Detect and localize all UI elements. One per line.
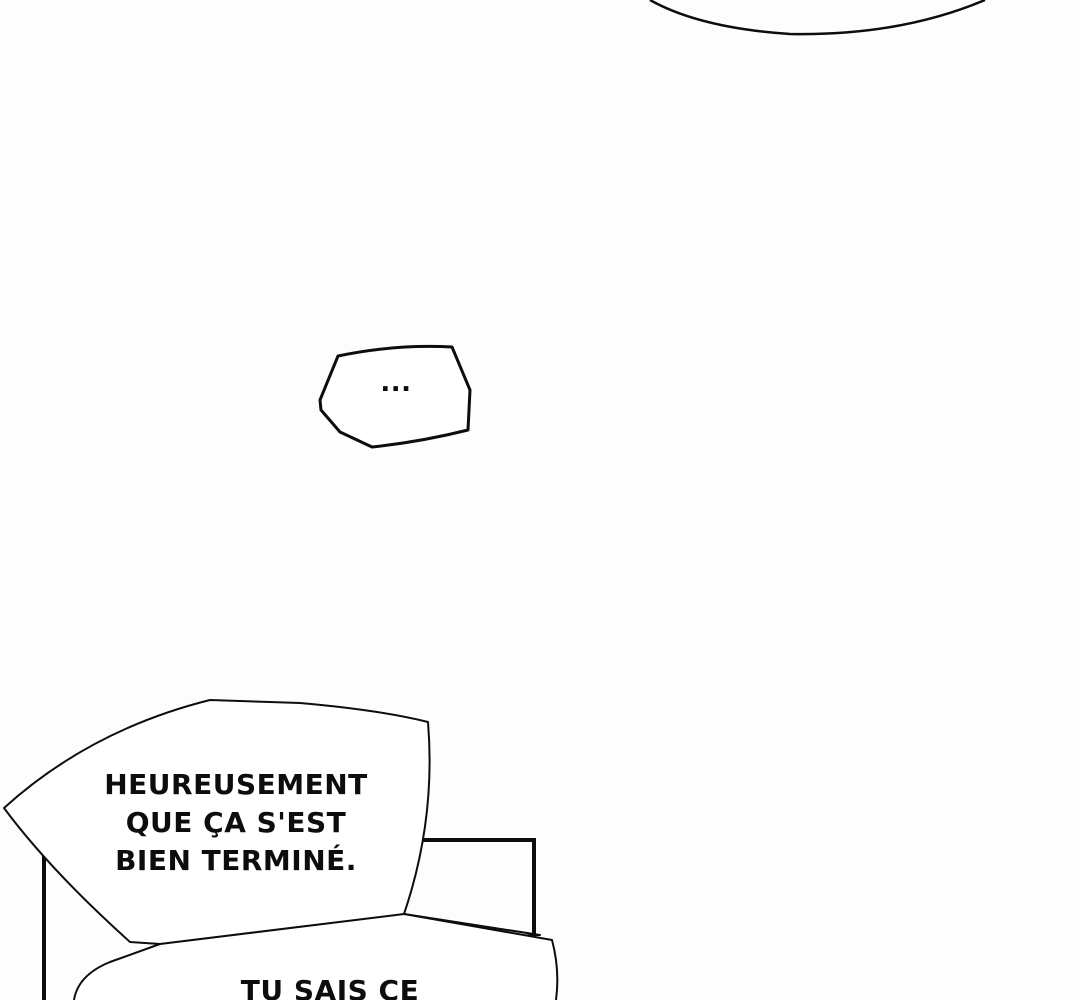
speech-bubble-1-outline	[3, 699, 541, 945]
speech-bubble-2-outline	[73, 913, 559, 1000]
top-bubble-outline	[649, 0, 986, 36]
speech-line-3: BIEN TERMINÉ.	[115, 844, 357, 877]
ellipsis-text: ...	[380, 368, 412, 398]
speech-line-1: HEUREUSEMENT	[104, 768, 368, 801]
ellipsis-bubble-outline	[318, 344, 472, 449]
speech-line-2: QUE ÇA S'EST	[125, 806, 347, 839]
speech-bubble-2-text: TU SAIS CE	[240, 974, 420, 1000]
speech-bubble-1-text: HEUREUSEMENT QUE ÇA S'EST BIEN TERMINÉ.	[90, 766, 382, 880]
